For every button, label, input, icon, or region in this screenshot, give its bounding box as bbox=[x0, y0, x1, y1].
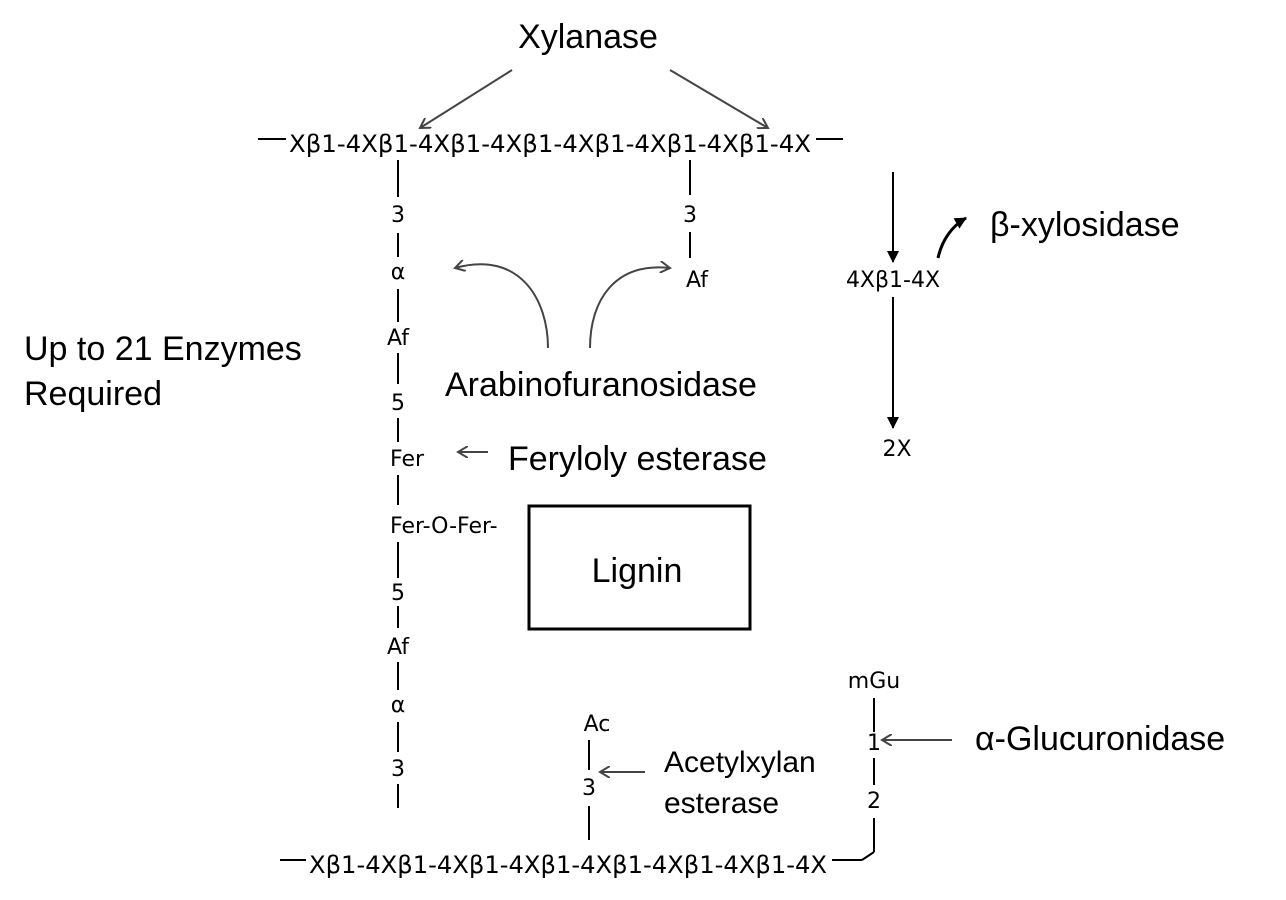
left-branch-residue: Af bbox=[387, 326, 410, 351]
left-branch-residue: 3 bbox=[391, 203, 405, 228]
arabinofuranosidase-arrow-left bbox=[455, 264, 549, 349]
glucuronic-linkage: 1 bbox=[867, 731, 881, 756]
mgu-label: mGu bbox=[848, 669, 900, 694]
beta-xylosidase-arrow bbox=[936, 216, 967, 259]
feruloyl-esterase-label: Feryloly esterase bbox=[508, 440, 767, 478]
beta-xylosidase-label: β-xylosidase bbox=[990, 206, 1180, 244]
left-branch-residue: α bbox=[391, 693, 406, 718]
xylose-product-label: 2X bbox=[882, 437, 911, 462]
side-note-line1: Up to 21 Enzymes bbox=[24, 330, 302, 368]
xylanase-arrow-left bbox=[420, 69, 513, 128]
lignin-box bbox=[527, 504, 752, 631]
left-branch-residue: Fer-O-Fer- bbox=[390, 514, 498, 539]
right-branch: 3 Af bbox=[683, 160, 709, 293]
left-branch-residue: 5 bbox=[391, 391, 405, 416]
left-branch: 3 α Af 5 Fer Fer-O-Fer- 5 Af α 3 bbox=[387, 160, 498, 808]
lignin-label: Lignin bbox=[592, 552, 683, 590]
left-branch-residue: 3 bbox=[391, 757, 405, 782]
right-branch-residue: 3 bbox=[683, 203, 697, 228]
alpha-glucuronidase-label: α-Glucuronidase bbox=[975, 720, 1225, 758]
xylobiose-label: 4Xβ1-4X bbox=[846, 268, 940, 293]
glucuronic-linkage: 2 bbox=[867, 789, 881, 814]
arabinofuranosidase-label: Arabinofuranosidase bbox=[445, 366, 757, 404]
side-note-line2: Required bbox=[24, 375, 162, 413]
bottom-xylan-chain: Xβ1-4Xβ1-4Xβ1-4Xβ1-4Xβ1-4Xβ1-4Xβ1-4X bbox=[309, 851, 827, 879]
xylanase-label: Xylanase bbox=[518, 18, 658, 56]
acetylxylan-esterase-label-line2: esterase bbox=[664, 787, 779, 820]
acetyl-branch: Ac 3 bbox=[582, 712, 610, 840]
bottom-chain-glucuronic-bond bbox=[861, 851, 875, 861]
left-branch-residue: Af bbox=[387, 635, 410, 660]
left-branch-residue: 5 bbox=[391, 581, 405, 606]
left-branch-residue: Fer bbox=[390, 447, 425, 472]
acetyl-label: Ac bbox=[584, 712, 611, 737]
xylanase-arrow-right bbox=[669, 69, 768, 128]
top-xylan-chain: Xβ1-4Xβ1-4Xβ1-4Xβ1-4Xβ1-4Xβ1-4Xβ1-4X bbox=[289, 130, 811, 158]
left-branch-residue: α bbox=[391, 260, 406, 285]
acetylxylan-esterase-label-line1: Acetylxylan bbox=[664, 746, 816, 779]
arabinofuranosidase-arrow-right bbox=[589, 267, 670, 349]
acetyl-linkage: 3 bbox=[582, 776, 596, 801]
right-branch-residue: Af bbox=[686, 268, 709, 293]
glucuronic-branch: mGu 1 2 bbox=[848, 669, 900, 852]
